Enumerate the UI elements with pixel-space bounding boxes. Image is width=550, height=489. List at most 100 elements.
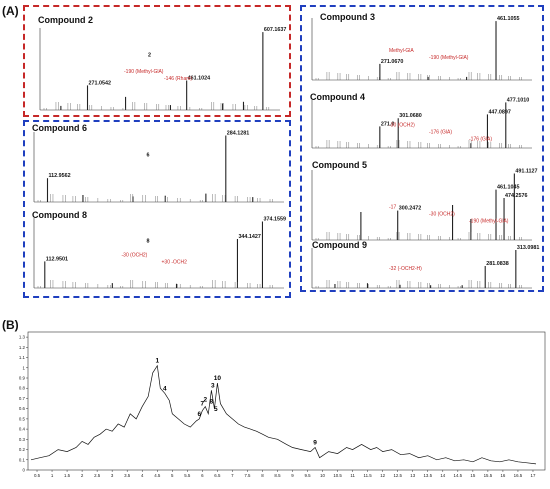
peak-number-label: 3: [211, 382, 215, 389]
panel-a-label: (A): [2, 4, 19, 18]
y-tick-label: 0: [23, 468, 26, 473]
compound-5-title: Compound 5: [310, 160, 369, 170]
peak-label: 344.1427: [238, 234, 260, 240]
y-tick-label: 1: [23, 365, 26, 370]
spectrum-6: 112.9501 344.1427 374.1559 -30 (OCH2) +30 -O…: [33, 217, 286, 289]
compound-6-title: Compound 6: [30, 123, 89, 133]
x-tick-label: 16: [500, 473, 505, 478]
peak-label: 374.1559: [263, 217, 285, 223]
fragment-annotation: -190 (Methyl-GlA): [429, 55, 469, 61]
x-tick-label: 14: [440, 473, 445, 478]
fragment-annotation: -32 (-OCH2-H): [389, 266, 422, 272]
peak-label: 607.1637: [264, 27, 286, 33]
fragment-annotation: Methyl-GlA: [389, 48, 414, 54]
peak-label: 491.1127: [515, 169, 537, 175]
panel-b-label: (B): [2, 318, 19, 332]
compound-8-title: Compound 8: [30, 210, 89, 220]
structure-number: 8: [147, 239, 150, 245]
x-tick-label: 0.5: [34, 473, 41, 478]
x-tick-label: 17: [531, 473, 536, 478]
peak-number-label: 1: [155, 358, 159, 365]
x-tick-label: 3.5: [124, 473, 131, 478]
peak-number-label: 9: [313, 440, 317, 447]
left-blue-box: [23, 120, 291, 298]
structure-number: 6: [147, 153, 150, 159]
peak-number-label: 6: [198, 411, 202, 418]
y-tick-label: 1.1: [19, 355, 26, 360]
peak-label: 271.0: [381, 121, 395, 127]
tic-plot-frame: [27, 331, 546, 471]
y-tick-label: 0.9: [19, 376, 26, 381]
fragment-annotation: +30 -OCH2: [162, 260, 188, 266]
fragment-annotation: -30 (OCH2): [429, 212, 455, 218]
x-tick-label: 14.5: [454, 473, 463, 478]
x-tick-label: 16.5: [514, 473, 523, 478]
peak-label: 313.0981: [517, 245, 539, 251]
peak-label: 112.9562: [48, 173, 70, 179]
fragment-annotation: -190 (Methyl-GlA): [469, 219, 509, 225]
peak-number-label: 5: [214, 406, 218, 413]
y-tick-label: 0.5: [19, 416, 26, 421]
spectrum-5: 112.9562 284.1281 6: [33, 131, 284, 203]
peak-label: 271.0542: [89, 80, 111, 86]
peak-number-label: 8: [210, 399, 214, 406]
x-tick-label: 10.5: [333, 473, 342, 478]
peak-label: 284.1281: [227, 131, 249, 137]
peak-number-label: 10: [214, 375, 222, 382]
x-tick-label: 5.5: [184, 473, 191, 478]
y-tick-label: 1.3: [19, 335, 26, 340]
fragment-annotation: -176 (GlA): [469, 136, 492, 142]
x-tick-label: 2: [81, 473, 84, 478]
peak-label: 477.1010: [507, 97, 529, 103]
y-tick-label: 0.2: [19, 447, 26, 452]
peak-label: 271.0670: [381, 59, 403, 65]
x-tick-label: 10: [320, 473, 325, 478]
peak-label: 300.2472: [399, 206, 421, 212]
peak-label: 112.9501: [46, 256, 68, 262]
x-tick-label: 3: [111, 473, 114, 478]
compound-2-title: Compound 2: [36, 15, 95, 25]
tic-trace: [30, 364, 537, 465]
y-tick-label: 0.3: [19, 437, 26, 442]
x-tick-label: 8.5: [274, 473, 281, 478]
fragment-annotation: -30 (OCH2): [122, 253, 148, 259]
x-tick-label: 15: [470, 473, 475, 478]
x-tick-label: 12: [380, 473, 385, 478]
fragment-annotation: -190 (Methyl-GlA): [124, 69, 164, 75]
peak-label: 461.1055: [497, 16, 519, 22]
x-tick-label: 11.5: [364, 473, 373, 478]
x-tick-label: 7: [231, 473, 234, 478]
x-tick-label: 2.5: [94, 473, 101, 478]
fragment-annotation: -30 (OCH2): [389, 122, 415, 128]
compound-4-title: Compound 4: [308, 92, 367, 102]
peak-number-label: 4: [163, 385, 167, 392]
x-tick-label: 4.5: [154, 473, 161, 478]
y-tick-label: 0.4: [19, 427, 26, 432]
y-tick-label: 0.7: [19, 396, 26, 401]
x-tick-label: 5: [171, 473, 174, 478]
x-tick-label: 6.5: [214, 473, 221, 478]
y-tick-label: 0.1: [19, 457, 26, 462]
x-tick-label: 12.5: [393, 473, 402, 478]
compound-9-title: Compound 9: [310, 240, 369, 250]
peak-label: 474.2576: [505, 193, 527, 199]
fragment-annotation: -146 (Rham): [164, 76, 192, 82]
x-tick-label: 13: [410, 473, 415, 478]
peak-label: 301.0680: [399, 113, 421, 119]
x-tick-label: 1.5: [64, 473, 71, 478]
x-tick-label: 8: [261, 473, 264, 478]
x-tick-label: 7.5: [244, 473, 251, 478]
x-tick-label: 1: [51, 473, 54, 478]
peak-label: 461.1045: [497, 185, 519, 191]
compound-3-title: Compound 3: [318, 12, 377, 22]
y-tick-label: 0.6: [19, 406, 26, 411]
x-tick-label: 15.5: [484, 473, 493, 478]
x-tick-label: 4: [141, 473, 144, 478]
